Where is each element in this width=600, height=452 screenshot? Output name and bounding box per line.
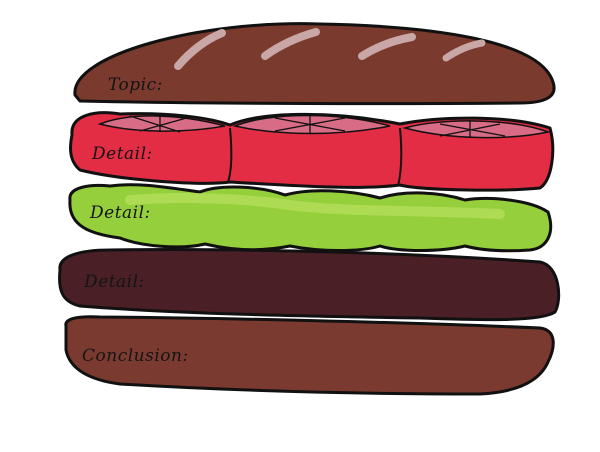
tomato-label: Detail: [91, 144, 153, 164]
bun-slash-1 [174, 29, 226, 70]
bottom-bun-label: Conclusion: [82, 346, 189, 366]
bun-slash-2 [261, 28, 320, 60]
tomato-slice-divider [227, 127, 403, 187]
bun-slash-4 [442, 39, 486, 62]
lettuce-label: Detail: [89, 203, 151, 223]
tomato-layer: Detail: [68, 111, 555, 192]
top-bun-layer: Topic: [73, 22, 556, 106]
lettuce-highlight [125, 192, 505, 219]
bottom-bun-shape [64, 315, 555, 396]
lettuce-layer: Detail: [68, 183, 553, 253]
top-bun-shape [73, 22, 556, 106]
bottom-bun-layer: Conclusion: [64, 315, 555, 396]
top-bun-label: Topic: [108, 75, 163, 95]
tomato-segment-lines [129, 113, 506, 138]
bun-slash-3 [358, 33, 416, 60]
patty-label: Detail: [83, 272, 145, 292]
patty-layer: Detail: [58, 248, 561, 322]
patty-shape [58, 248, 561, 322]
